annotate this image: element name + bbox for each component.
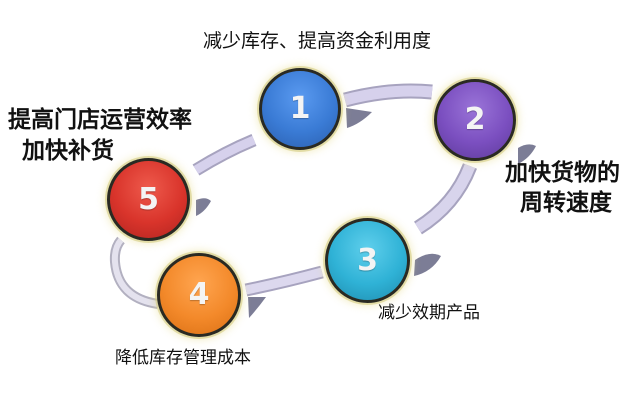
step-node-5: 5 bbox=[107, 158, 190, 241]
arrow-shadow-icon bbox=[518, 144, 536, 164]
step-label-2-line2: 周转速度 bbox=[520, 190, 612, 216]
step-number: 5 bbox=[138, 181, 159, 217]
arrow-shadow-icon bbox=[346, 108, 372, 128]
arrow-shadow-icon bbox=[414, 253, 441, 276]
step-number: 4 bbox=[188, 277, 210, 312]
arc-1-to-2 bbox=[343, 83, 433, 128]
arc-5-to-1 bbox=[192, 133, 257, 216]
step-node-4: 4 bbox=[157, 253, 241, 337]
step-node-1: 1 bbox=[259, 68, 341, 150]
arrow-shadow-icon bbox=[248, 297, 266, 318]
step-number: 1 bbox=[289, 91, 311, 126]
arc-3-to-4 bbox=[244, 265, 324, 318]
arc-2-to-3 bbox=[413, 144, 536, 276]
step-node-2: 2 bbox=[434, 79, 516, 161]
step-node-3: 3 bbox=[325, 218, 410, 303]
step-number: 2 bbox=[464, 102, 486, 137]
step-label-5-line2: 加快补货 bbox=[22, 138, 114, 164]
step-label-2-line1: 加快货物的 bbox=[505, 160, 620, 186]
step-number: 3 bbox=[357, 242, 378, 278]
arrow-shadow-icon bbox=[196, 198, 211, 216]
step-label-1: 减少库存、提高资金利用度 bbox=[203, 30, 432, 52]
step-label-5-line1: 提高门店运营效率 bbox=[8, 107, 192, 133]
step-label-3: 减少效期产品 bbox=[378, 303, 480, 323]
arc-4-to-5 bbox=[109, 236, 159, 309]
step-label-4: 降低库存管理成本 bbox=[115, 348, 251, 368]
